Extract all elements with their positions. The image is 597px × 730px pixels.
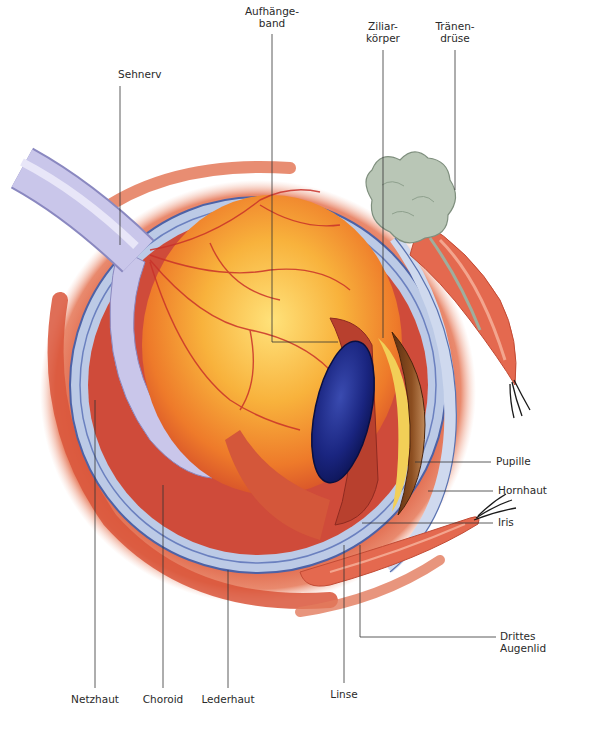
upper-eyelid (440, 240, 505, 360)
part-label: Tränen- drüse (435, 20, 474, 44)
leader-line (415, 462, 491, 463)
blood-vessel (150, 262, 300, 430)
part-label: Drittes Augenlid (500, 630, 546, 654)
blood-vessel (150, 190, 320, 250)
blood-vessel (150, 255, 350, 290)
leader-line (362, 523, 493, 524)
leader-line (272, 34, 338, 342)
eyelashes (510, 380, 530, 418)
iris (392, 332, 425, 515)
lacrimal-gland (366, 152, 456, 243)
optic-nerve (22, 162, 136, 246)
leader-line (455, 50, 456, 190)
leader-lines (95, 34, 496, 688)
part-label: Netzhaut (71, 693, 119, 705)
leader-line (383, 50, 384, 338)
leader-line (163, 485, 164, 688)
leader-line (95, 400, 96, 688)
leader-line (344, 545, 345, 683)
blood-vessel (240, 330, 253, 410)
part-label: Pupille (496, 455, 531, 467)
part-label: Aufhänge- band (245, 5, 299, 29)
part-label: Choroid (143, 693, 184, 705)
part-label: Lederhaut (201, 693, 254, 705)
eyelash (510, 384, 514, 418)
cornea (388, 238, 450, 568)
lacrimal-gland (382, 182, 434, 216)
leader-line (428, 491, 493, 492)
blood-vessel (210, 243, 280, 300)
leader-line (360, 545, 496, 637)
blood-vessel (150, 260, 330, 370)
upper-eyelid (410, 220, 516, 385)
eyelash (514, 380, 530, 410)
part-label: Ziliar- körper (366, 20, 400, 44)
part-label: Hornhaut (498, 484, 547, 496)
lower-eyelid (330, 524, 465, 572)
part-label: Sehnerv (118, 68, 161, 80)
eyelash (478, 494, 506, 516)
lower-eyelid (300, 517, 479, 586)
leader-line (120, 86, 121, 245)
part-label: Iris (498, 516, 514, 528)
part-label: Linse (330, 688, 357, 700)
optic-nerve (22, 168, 138, 256)
lacrimal-duct (430, 238, 480, 330)
lens (301, 336, 386, 488)
optic-nerve (22, 168, 138, 256)
leader-line (228, 570, 229, 688)
